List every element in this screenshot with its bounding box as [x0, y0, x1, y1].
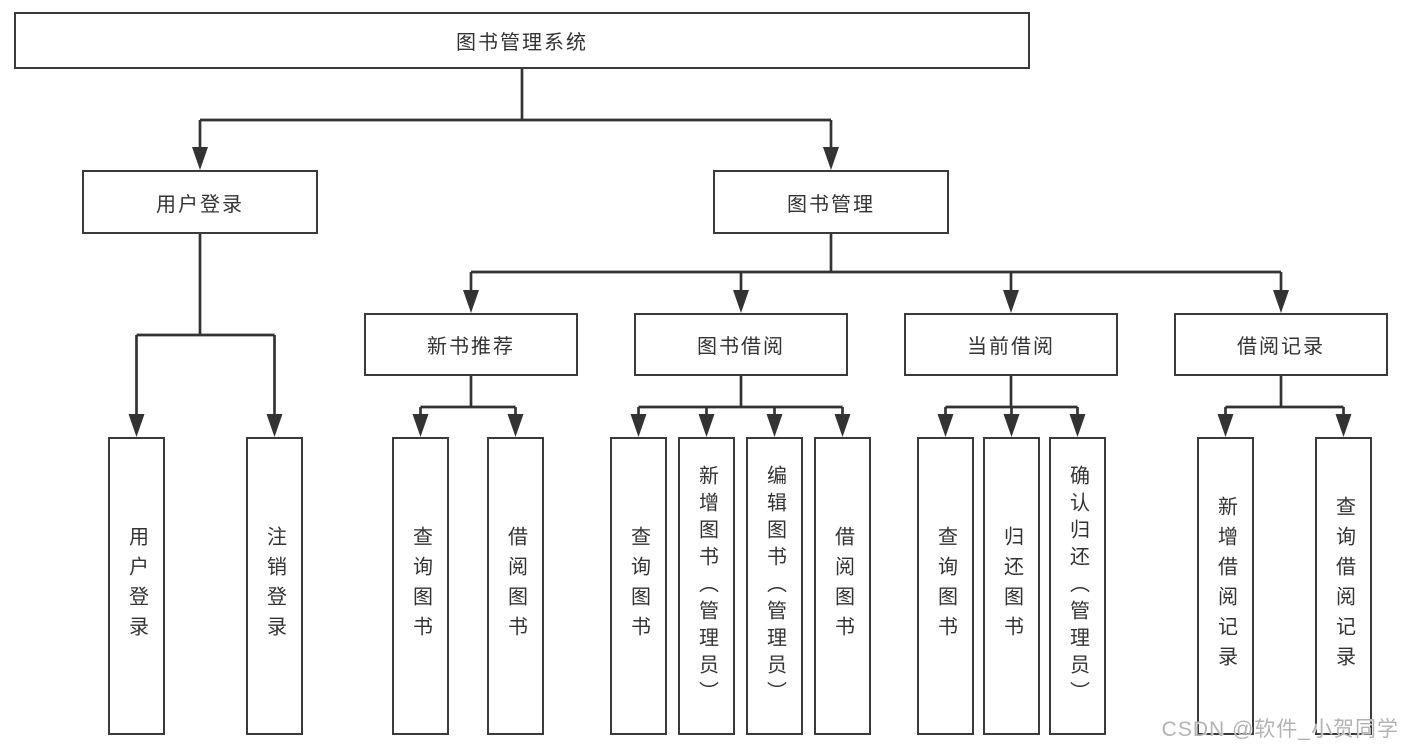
- leaf-query-books: 查询图书: [392, 437, 449, 735]
- leaf-query-books: 查询图书: [917, 437, 974, 735]
- node-label: 图书管理: [787, 193, 875, 216]
- node-label: 当前借阅: [967, 336, 1055, 358]
- leaf-edit-books-admin: 编辑图书（管理员）: [746, 437, 803, 735]
- node-user-login: 用户登录: [82, 170, 318, 234]
- leaf-query-books: 查询图书: [610, 437, 667, 735]
- node-label: 用户登录: [156, 193, 244, 216]
- node-label: 新书推荐: [427, 336, 515, 358]
- leaf-add-borrow-record: 新增借阅记录: [1197, 437, 1254, 735]
- node-label: 归还图书: [1000, 526, 1023, 646]
- leaf-borrow-books: 借阅图书: [487, 437, 544, 735]
- node-book-borrowing: 图书借阅: [634, 313, 848, 376]
- leaf-return-books: 归还图书: [983, 437, 1040, 735]
- node-label: 注销登录: [263, 526, 286, 646]
- csdn-watermark: CSDN @软件_小贺同学: [1161, 718, 1399, 741]
- node-label: 图书管理系统: [456, 32, 588, 54]
- node-label: 编辑图书（管理员）: [763, 464, 786, 708]
- node-label: 借阅图书: [504, 526, 527, 646]
- node-label: 查询图书: [627, 526, 650, 646]
- leaf-confirm-return-admin: 确认归还（管理员）: [1049, 437, 1106, 735]
- leaf-logout: 注销登录: [246, 437, 303, 735]
- node-label: 图书借阅: [697, 336, 785, 358]
- node-label: 查询图书: [409, 526, 432, 646]
- node-new-book-recommendation: 新书推荐: [364, 313, 578, 376]
- node-label: 新增借阅记录: [1214, 496, 1237, 676]
- node-label: 新增图书（管理员）: [695, 464, 718, 708]
- node-label: 用户登录: [125, 526, 148, 646]
- leaf-query-borrow-record: 查询借阅记录: [1315, 437, 1372, 735]
- node-label: 确认归还（管理员）: [1066, 464, 1089, 708]
- node-label: 查询图书: [934, 526, 957, 646]
- leaf-user-login: 用户登录: [108, 437, 165, 735]
- node-book-management: 图书管理: [713, 170, 949, 234]
- node-label: 查询借阅记录: [1332, 496, 1355, 676]
- node-current-borrowing: 当前借阅: [904, 313, 1118, 376]
- leaf-borrow-books: 借阅图书: [814, 437, 871, 735]
- node-label: 借阅记录: [1237, 336, 1325, 358]
- leaf-add-books-admin: 新增图书（管理员）: [678, 437, 735, 735]
- node-root-system: 图书管理系统: [14, 12, 1030, 69]
- node-borrowing-records: 借阅记录: [1174, 313, 1388, 376]
- node-label: 借阅图书: [831, 526, 854, 646]
